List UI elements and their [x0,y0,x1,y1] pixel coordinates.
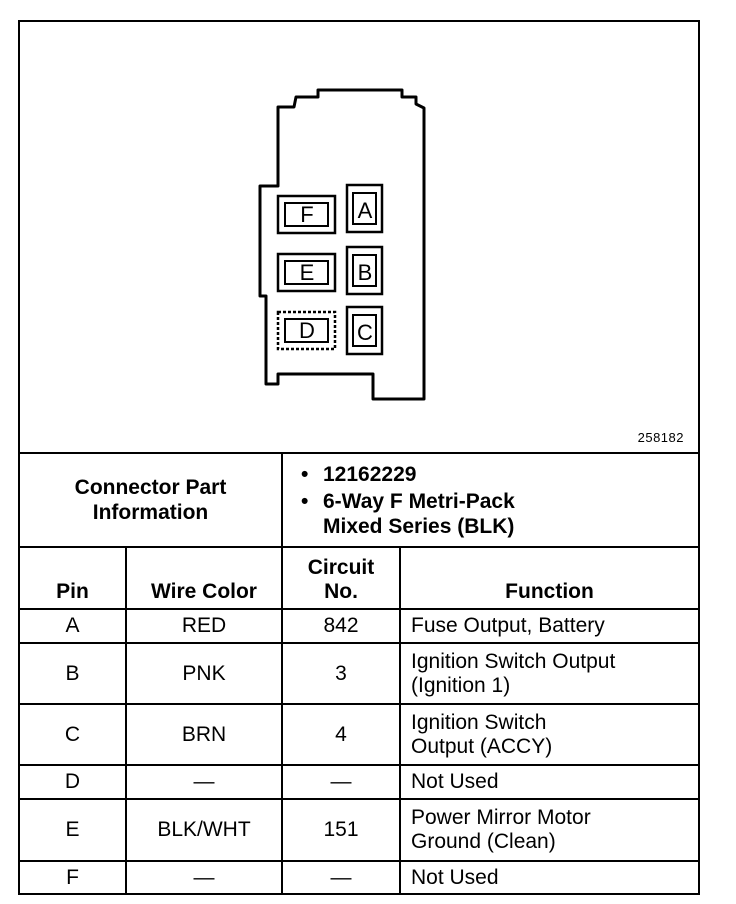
connector-info-row: Connector Part Information 12162229 6-Wa… [20,452,698,548]
header-wire-color: Wire Color [125,546,283,610]
wire-color-cell: — [125,860,283,894]
table-row: C BRN 4 Ignition Switch Output (ACCY) [20,703,698,766]
circuit-cell: 151 [281,798,401,862]
table-row: E BLK/WHT 151 Power Mirror Motor Ground … [20,798,698,862]
table-row: B PNK 3 Ignition Switch Output (Ignition… [20,642,698,705]
function-cell: Power Mirror Motor Ground (Clean) [399,798,698,862]
figure-id: 258182 [637,430,684,445]
header-pin: Pin [20,546,127,610]
part-number: 12162229 [301,462,692,487]
table-row: A RED 842 Fuse Output, Battery [20,608,698,644]
connector-outline [258,88,426,401]
cavity-f-label: F [300,202,313,227]
connector-description: 6-Way F Metri-Pack Mixed Series (BLK) [301,489,692,539]
cavity-a-box [345,183,384,234]
connector-face-figure: F A E B D C 258182 [20,22,698,452]
function-cell: Fuse Output, Battery [399,608,698,644]
circuit-cell: 842 [281,608,401,644]
wire-color-cell: BRN [125,703,283,766]
function-cell: Ignition Switch Output (Ignition 1) [399,642,698,705]
cavity-d-box [276,310,337,351]
pin-cell: C [20,703,127,766]
connector-info-label: Connector Part Information [20,452,283,548]
wire-color-cell: BLK/WHT [125,798,283,862]
cavity-d-label: D [299,318,315,343]
pin-cell: F [20,860,127,894]
pinout-table: Connector Part Information 12162229 6-Wa… [20,452,698,894]
circuit-cell: 3 [281,642,401,705]
function-cell: Ignition Switch Output (ACCY) [399,703,698,766]
connector-sheet: F A E B D C 258182 C [18,20,700,895]
function-cell: Not Used [399,860,698,894]
cavity-c-box [345,305,384,356]
table-header-row: Pin Wire Color Circuit No. Function [20,546,698,610]
circuit-cell: — [281,764,401,800]
cavity-c-label: C [357,320,373,345]
connector-face-diagram: F A E B D C [258,88,426,401]
cavity-b-label: B [358,260,373,285]
cavity-a-label: A [358,198,373,223]
cavity-e-label: E [300,260,315,285]
table-row: F — — Not Used [20,860,698,894]
cavity-e-box [276,252,337,293]
wire-color-cell: RED [125,608,283,644]
wire-color-cell: — [125,764,283,800]
pin-cell: D [20,764,127,800]
pin-cell: E [20,798,127,862]
pin-cell: B [20,642,127,705]
circuit-cell: — [281,860,401,894]
table-row: D — — Not Used [20,764,698,800]
wire-color-cell: PNK [125,642,283,705]
header-function: Function [399,546,698,610]
cavity-b-box [345,245,384,296]
pin-cell: A [20,608,127,644]
function-cell: Not Used [399,764,698,800]
header-circuit: Circuit No. [281,546,401,610]
cavity-f-box [276,194,337,235]
connector-info-details: 12162229 6-Way F Metri-Pack Mixed Series… [281,452,698,548]
circuit-cell: 4 [281,703,401,766]
